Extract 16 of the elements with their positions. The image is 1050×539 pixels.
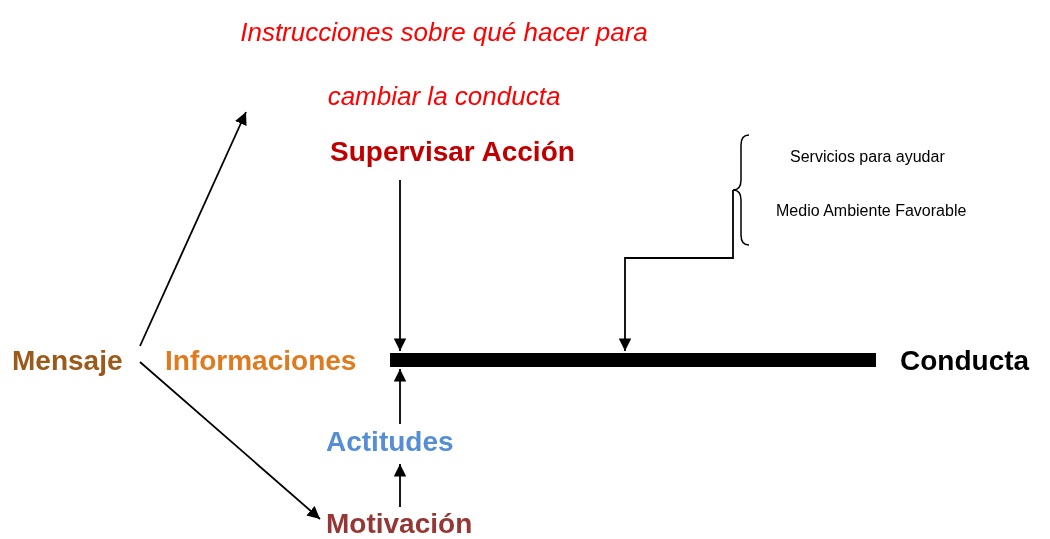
arrow: [393, 179, 407, 352]
outcome-label: Conducta: [900, 343, 1030, 379]
stage-label: Mensaje: [12, 343, 123, 379]
instruction-text: Instrucciones sobre qué hacer para cambiar la conducta: [226, 0, 662, 128]
arrow: [618, 189, 734, 352]
stage-label: Motivación: [326, 506, 473, 539]
arrow: [393, 368, 407, 425]
factor-label: Medio Ambiente Favorable: [776, 201, 967, 221]
factor-label: Servicios para ayudar: [790, 147, 945, 167]
behavior-bar: [390, 353, 876, 367]
arrow: [139, 361, 321, 520]
stage-label: Supervisar Acción: [330, 134, 575, 170]
stage-label: Informaciones: [165, 343, 357, 379]
stage-label: Actitudes: [326, 424, 454, 460]
arrow: [139, 111, 247, 347]
arrow: [393, 463, 407, 508]
